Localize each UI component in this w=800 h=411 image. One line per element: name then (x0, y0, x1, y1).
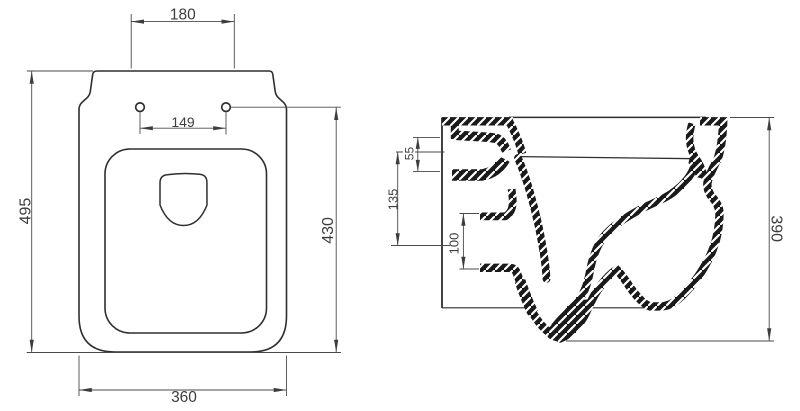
svg-text:149: 149 (171, 114, 195, 130)
svg-text:180: 180 (170, 7, 196, 24)
svg-text:55: 55 (403, 147, 417, 161)
svg-text:495: 495 (18, 198, 35, 225)
svg-text:360: 360 (171, 389, 197, 406)
svg-text:135: 135 (386, 189, 401, 211)
svg-text:100: 100 (447, 233, 462, 255)
svg-text:390: 390 (768, 215, 785, 242)
svg-text:430: 430 (320, 217, 337, 244)
